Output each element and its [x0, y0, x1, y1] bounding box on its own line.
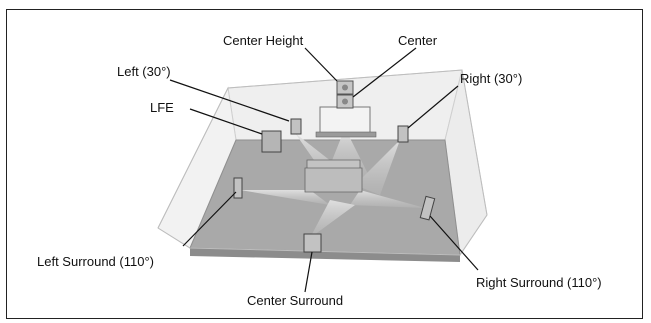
speakers: [233, 118, 436, 253]
screen: [319, 106, 371, 135]
leader-center: [352, 47, 417, 98]
right-surround-speaker: [419, 195, 436, 221]
left-surround-speaker: [233, 177, 243, 199]
beam-center-surround: [310, 200, 355, 238]
floor-front-edge: [190, 248, 460, 262]
label-center-surround: Center Surround: [247, 293, 343, 308]
label-center-height: Center Height: [223, 33, 304, 48]
leader-left-surround: [182, 191, 237, 247]
label-lfe: LFE: [150, 100, 174, 115]
center-driver: [342, 98, 348, 105]
label-center: Center: [398, 33, 438, 48]
screen-assembly: [315, 80, 377, 138]
leader-lfe: [189, 108, 263, 135]
lfe-speaker: [261, 130, 282, 153]
room-edges: [157, 69, 488, 229]
leader-lines: [169, 47, 479, 293]
beam-right: [355, 140, 400, 195]
label-left: Left (30°): [117, 64, 171, 79]
leader-right-surround: [429, 215, 479, 271]
labels: Center Height Center Left (30°) Right (3…: [37, 33, 602, 308]
leader-center-surround: [304, 251, 313, 293]
couch-seat: [304, 167, 363, 193]
label-right-surround: Right Surround (110°): [476, 275, 602, 290]
room-edges-front: [157, 214, 488, 256]
right-speaker: [397, 125, 409, 143]
leader-left: [169, 79, 290, 122]
label-right: Right (30°): [460, 71, 522, 86]
beam-right-surround: [350, 190, 425, 208]
center-surround-speaker: [303, 233, 322, 253]
couch: [304, 159, 363, 193]
left-speaker: [290, 118, 302, 135]
leader-right: [407, 85, 459, 129]
beam-left-surround: [240, 190, 330, 205]
leader-center-height: [304, 47, 338, 82]
screen-stand: [315, 131, 377, 138]
center-height-driver: [342, 84, 348, 91]
label-left-surround: Left Surround (110°): [37, 254, 154, 269]
sound-beams: [240, 128, 425, 238]
